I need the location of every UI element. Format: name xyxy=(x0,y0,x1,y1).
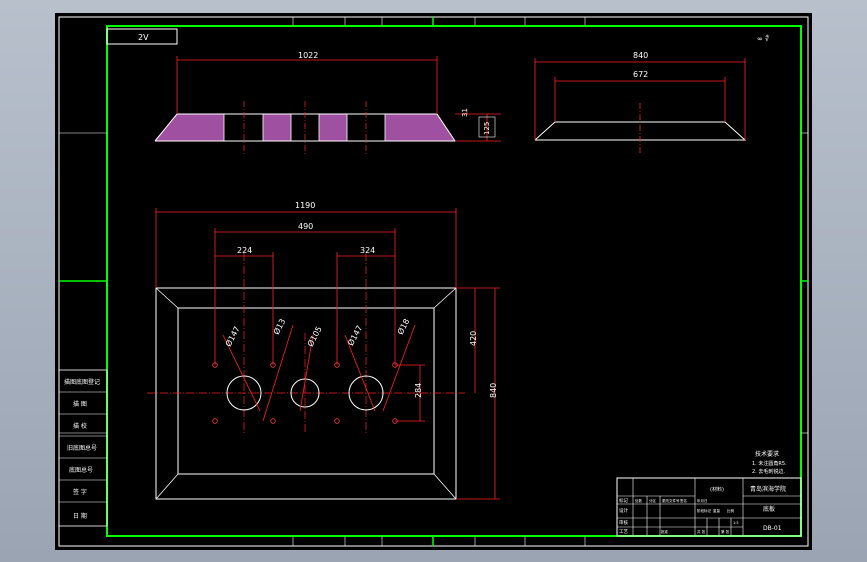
side-table-row-6: 日 期 xyxy=(73,512,87,520)
side-dim-840: 840 xyxy=(633,51,648,60)
title-label-mark: 标记 xyxy=(619,497,628,504)
title-cell-6: 重量 xyxy=(713,508,721,513)
label-right-small: Ø18 xyxy=(395,317,412,336)
side-table-row-2: 描 校 xyxy=(73,422,87,430)
side-view: 840 672 xyxy=(534,51,747,155)
tech-requirements: 技术要求 1. 未注圆角R5. 2. 去毛刺锐边. xyxy=(752,450,787,475)
title-cell-1: 分区 xyxy=(649,498,657,503)
title-cell-0: 处数 xyxy=(635,498,643,503)
title-cell-3: 签名 xyxy=(680,498,687,503)
title-drawing-no: DB-01 xyxy=(763,525,782,532)
title-label-process: 工艺 xyxy=(619,529,628,535)
plan-dim-224: 224 xyxy=(237,246,252,255)
plan-dim-490: 490 xyxy=(298,222,313,231)
side-dim-672: 672 xyxy=(633,70,648,79)
title-cell-7: 比例 xyxy=(727,508,735,513)
title-cell-4: 年月日 xyxy=(697,498,708,503)
title-label-review: 审核 xyxy=(619,519,628,526)
title-cell-8: 共 张 xyxy=(697,529,706,534)
front-dim-125: 125 xyxy=(483,122,491,135)
side-table-row-4: 底图总号 xyxy=(69,466,93,474)
side-table-row-5: 签 字 xyxy=(73,488,87,496)
roughness-mark: ∞ ∜ xyxy=(757,34,770,43)
scale-box-text: 2V xyxy=(138,33,149,42)
label-right-hole: Ø147 xyxy=(345,324,364,348)
tech-req-title: 技术要求 xyxy=(755,450,779,458)
title-cell-2: 更改文件号 xyxy=(662,498,680,503)
side-table-row-1: 描 图 xyxy=(73,400,87,408)
inner-frame-border xyxy=(106,25,802,537)
front-view: 1022 31 125 xyxy=(154,51,501,155)
plan-view: 1190 490 224 324 420 840 284 Ø147 Ø13 Ø1… xyxy=(147,201,500,500)
front-dim-31: 31 xyxy=(461,108,469,117)
side-table: 描图底图登记 描 图 描 校 旧底图总号 底图总号 签 字 日 期 xyxy=(58,369,108,527)
title-part-name: 底板 xyxy=(763,505,775,513)
label-left-hole: Ø147 xyxy=(223,324,242,348)
title-material: (材料) xyxy=(710,486,724,493)
tech-req-line1: 1. 未注圆角R5. xyxy=(752,460,787,467)
title-cell-9: 第 张 xyxy=(721,529,730,534)
title-cell-11: 批准 xyxy=(661,529,669,534)
title-label-design: 设计 xyxy=(619,507,628,514)
title-block: 青岛滨海学院 底板 DB-01 (材料) 标记 设计 审核 工艺 处数 分区 更… xyxy=(616,477,802,537)
tech-req-line2: 2. 去毛刺锐边. xyxy=(752,468,785,475)
scale-box xyxy=(106,28,178,45)
plan-dim-840: 840 xyxy=(489,383,498,398)
title-cell-5: 阶段标记 xyxy=(697,508,711,513)
plan-dim-1190: 1190 xyxy=(295,201,315,210)
side-table-row-0: 描图底图登记 xyxy=(64,378,100,386)
frame-ticks xyxy=(59,17,808,546)
drawing-canvas[interactable]: 2V ∞ ∜ 1022 31 125 xyxy=(55,13,812,550)
drawing-svg: 2V ∞ ∜ 1022 31 125 xyxy=(58,16,809,547)
plan-dim-284: 284 xyxy=(414,383,423,398)
centering-marks xyxy=(59,17,808,546)
title-cell-10: 1:5 xyxy=(733,521,739,525)
title-school: 青岛滨海学院 xyxy=(750,485,786,493)
front-dim-1022: 1022 xyxy=(298,51,318,60)
side-table-row-3: 旧底图总号 xyxy=(67,444,97,452)
label-center-hole: Ø105 xyxy=(305,324,324,348)
plan-dim-324: 324 xyxy=(360,246,375,255)
plan-dim-420: 420 xyxy=(469,331,478,346)
